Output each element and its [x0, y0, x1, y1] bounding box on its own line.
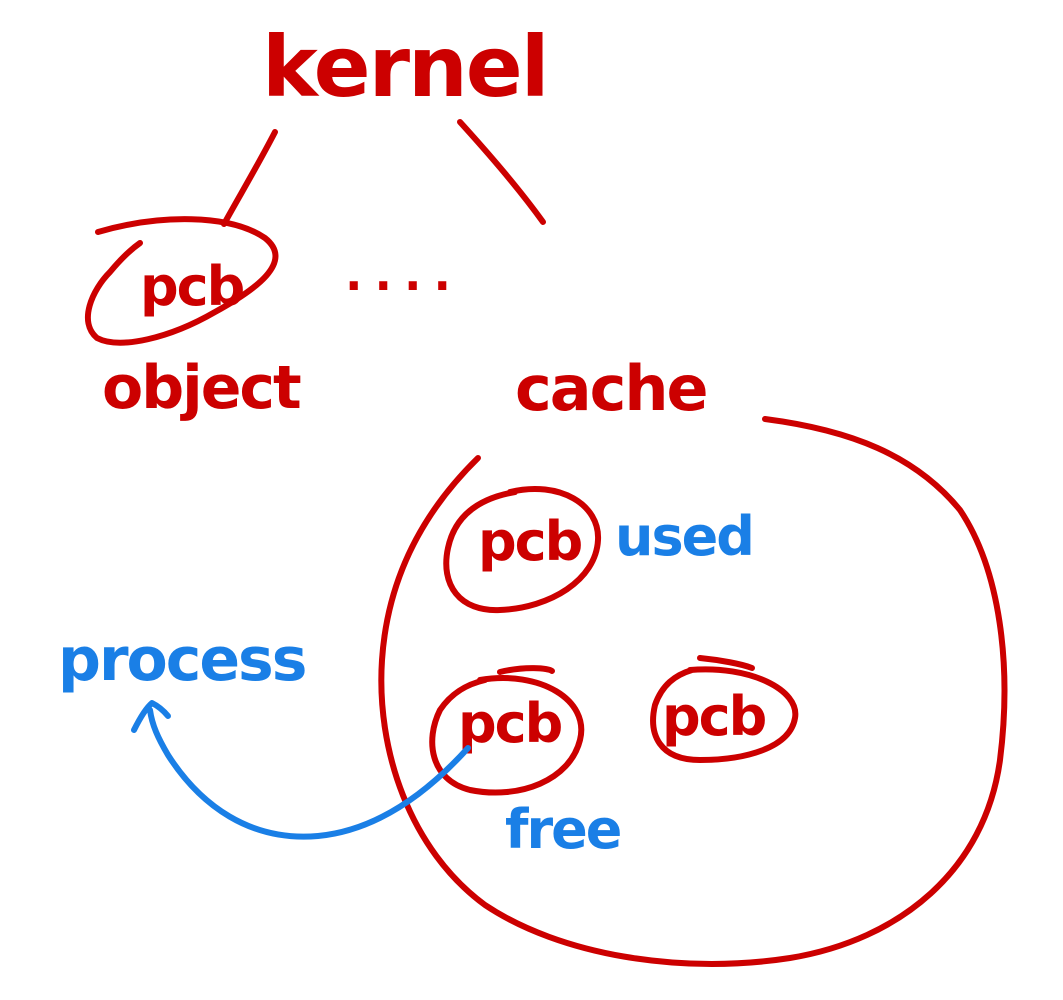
kernel-label: kernel	[262, 18, 548, 116]
free-label: free	[505, 798, 621, 861]
object-pcb-oval	[85, 216, 279, 346]
free-pcb-oval-body	[429, 675, 585, 796]
object-pcb-label: pcb	[140, 255, 244, 318]
other-pcb-oval-top	[697, 655, 755, 671]
process-label: process	[58, 625, 305, 695]
other-pcb-oval	[650, 666, 799, 763]
cache-label: cache	[515, 352, 707, 425]
other-pcb-label: pcb	[662, 685, 766, 748]
free-pcb-label: pcb	[458, 692, 562, 755]
cache-boundary	[378, 416, 1008, 967]
used-pcb-label: pcb	[478, 510, 582, 573]
allocation-arrowhead-icon	[131, 700, 171, 733]
allocation-arrow	[147, 707, 471, 840]
edge-kernel-to-cache	[457, 119, 546, 225]
edge-kernel-to-object	[221, 129, 278, 227]
used-pcb-oval	[443, 485, 602, 614]
free-pcb-oval	[497, 665, 555, 675]
ellipsis-label: . . . .	[345, 247, 449, 301]
object-label: object	[102, 353, 301, 423]
used-label: used	[615, 505, 753, 568]
